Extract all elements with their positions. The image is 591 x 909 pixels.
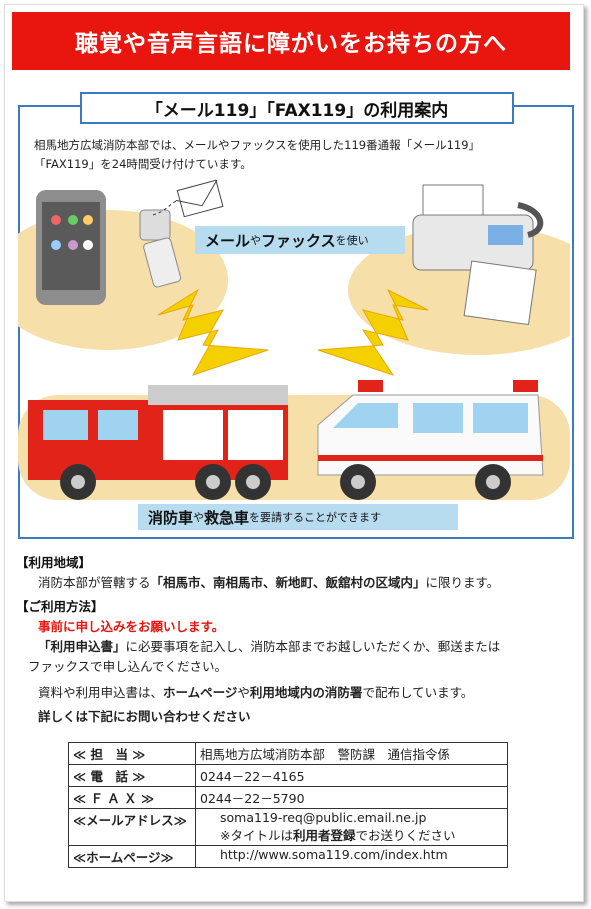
- area-text-a: 消防本部が管轄する: [38, 575, 151, 590]
- intro-line-2: 「FAX119」を24時間受け付けています。: [34, 157, 252, 171]
- email-note-c: でお送りください: [355, 828, 456, 843]
- row-value-homepage[interactable]: http://www.soma119.com/index.htm: [195, 845, 508, 868]
- method-dist-b: ホームページ: [163, 685, 238, 700]
- email-address: soma119-req@public.email.ne.jp: [220, 810, 427, 825]
- row-value-phone: 0244－22－4165: [195, 764, 508, 787]
- bottom-label: 消防車や救急車を要請することができます: [138, 504, 458, 530]
- lightning-right-icon: [317, 288, 429, 376]
- lightning-left-icon: [157, 288, 269, 376]
- method-section: 【ご利用方法】 事前に申し込みをお願いします。 「利用申込書」に必要事項を記入し…: [16, 597, 576, 727]
- email-note: ※タイトルは利用者登録でお送りください: [200, 825, 503, 844]
- area-text-b: 「相馬市、南相馬市、新地町、飯舘村の区域内」: [150, 575, 426, 590]
- bottom-label-ya: や: [193, 511, 205, 524]
- row-value-charge: 相馬地方広域消防本部 警防課 通信指令係: [195, 742, 508, 765]
- area-text: 消防本部が管轄する「相馬市、南相馬市、新地町、飯舘村の区域内」に限ります。: [16, 573, 499, 593]
- bottom-label-ambulance: 救急車: [204, 508, 250, 527]
- bottom-label-fire: 消防車: [148, 508, 194, 527]
- row-key-charge: ≪ 担 当 ≫: [68, 742, 196, 765]
- area-section: 【利用地域】 消防本部が管轄する「相馬市、南相馬市、新地町、飯舘村の区域内」に限…: [16, 553, 499, 593]
- method-heading: 【ご利用方法】: [16, 599, 104, 614]
- intro-text: 相馬地方広域消防本部では、メールやファックスを使用した119番通報「メール119…: [34, 136, 564, 174]
- method-dist-a: 資料や利用申込書は、: [38, 685, 164, 700]
- subtitle: 「メール119」「FAX119」の利用案内: [80, 92, 514, 124]
- row-value-email: soma119-req@public.email.ne.jp ※タイトルは利用者…: [195, 808, 508, 846]
- method-form-a: 「利用申込書」: [38, 639, 126, 654]
- email-note-a: ※タイトルは: [220, 828, 293, 843]
- table-row: ≪メールアドレス≫ soma119-req@public.email.ne.jp…: [68, 808, 508, 846]
- table-row: ≪ホームページ≫ http://www.soma119.com/index.ht…: [68, 845, 508, 868]
- row-key-fax: ≪ Ｆ Ａ Ｘ ≫: [68, 786, 196, 809]
- table-row: ≪ Ｆ Ａ Ｘ ≫ 0244－22－5790: [68, 786, 508, 809]
- flip-phone-icon: [139, 209, 182, 288]
- illustration: [18, 179, 570, 500]
- row-value-fax: 0244－22－5790: [195, 786, 508, 809]
- table-row: ≪ 電 話 ≫ 0244－22－4165: [68, 764, 508, 787]
- bottom-label-request: を要請することができます: [249, 511, 382, 524]
- contact-table: ≪ 担 当 ≫ 相馬地方広域消防本部 警防課 通信指令係 ≪ 電 話 ≫ 024…: [68, 742, 508, 868]
- email-note-b: 利用者登録: [292, 828, 356, 843]
- top-label-ya: や: [250, 234, 262, 247]
- method-notice: 事前に申し込みをお願いします。: [38, 619, 225, 634]
- area-text-c: に限ります。: [425, 575, 500, 590]
- intro-line-1: 相馬地方広域消防本部では、メールやファックスを使用した119番通報「メール119…: [34, 138, 481, 152]
- banner-title: 聴覚や音声言語に障がいをお持ちの方へ: [12, 12, 570, 70]
- method-form-c: ファックスで申し込んでください。: [28, 659, 228, 674]
- area-heading: 【利用地域】: [16, 555, 92, 570]
- envelope-icon: [152, 179, 224, 218]
- method-form-b: に必要事項を記入し、消防本部までお越しいただくか、郵送または: [125, 639, 501, 654]
- method-contact: 詳しくは下記にお問い合わせください: [38, 709, 251, 724]
- method-dist-line: 資料や利用申込書は、ホームページや利用地域内の消防署で配布しています。: [16, 683, 576, 703]
- smartphone-icon: [36, 190, 106, 305]
- row-key-phone: ≪ 電 話 ≫: [68, 764, 196, 787]
- row-key-email: ≪メールアドレス≫: [68, 808, 196, 846]
- top-label: メールやファックスを使い: [195, 226, 405, 254]
- row-key-homepage: ≪ホームページ≫: [68, 845, 196, 868]
- top-label-use: を使い: [335, 234, 369, 247]
- method-form-line: 「利用申込書」に必要事項を記入し、消防本部までお越しいただくか、郵送または: [16, 637, 576, 657]
- ambulance-icon: [317, 380, 544, 500]
- fax-machine-icon: [412, 184, 544, 326]
- method-dist-d: 利用地域内の消防署: [249, 685, 363, 700]
- table-row: ≪ 担 当 ≫ 相馬地方広域消防本部 警防課 通信指令係: [68, 742, 508, 765]
- method-dist-e: で配布しています。: [362, 685, 474, 700]
- top-label-fax: ファックス: [261, 231, 336, 250]
- fire-engine-icon: [28, 385, 288, 500]
- method-dist-c: や: [237, 685, 250, 700]
- top-label-mail: メール: [205, 231, 251, 250]
